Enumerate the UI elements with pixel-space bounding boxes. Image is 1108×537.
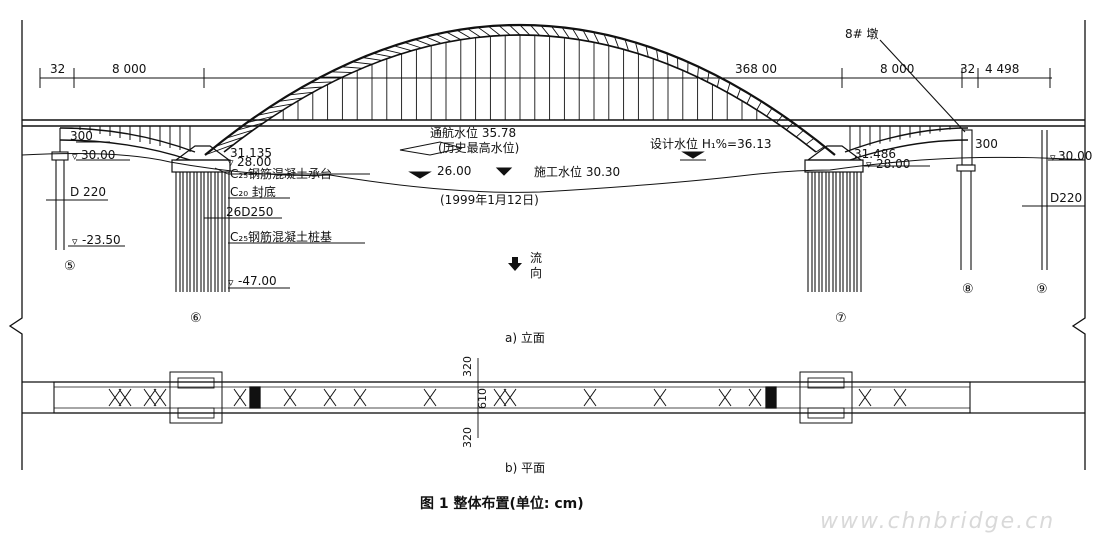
elev-mark-m23: ▿: [72, 235, 78, 248]
water-labels: 通航水位 35.78 (历史最高水位) 26.00 施工水位 30.30 (19…: [430, 125, 771, 280]
plan-width-610: 610: [476, 388, 489, 409]
watermark: www.chnbridge.cn: [820, 509, 1055, 533]
plan-labels: 320 610 320: [461, 356, 489, 448]
d220-right: D220: [1050, 191, 1082, 205]
dim-36800: 368 00: [735, 62, 777, 76]
arch-lacing-member: [698, 67, 699, 77]
elev-30-left: 30.00: [81, 148, 115, 162]
historical-high: (历史最高水位): [438, 140, 519, 155]
plan-view: [22, 358, 1085, 438]
arch-lacing-member: [489, 26, 501, 35]
arch-lacing-member: [707, 72, 709, 82]
nav-water-level: 通航水位 35.78: [430, 125, 516, 140]
elev-mark-28-right: ▿: [866, 158, 872, 171]
pier-7-number: ⑦: [835, 311, 847, 326]
w300-right: 300: [975, 137, 998, 151]
elevation-caption: a) 立面: [505, 330, 545, 345]
arch-lacing-member: [436, 34, 451, 41]
seal-label: C₂₀ 封底: [230, 184, 276, 199]
arch-lacing-member: [447, 32, 461, 40]
arch-lacing-member: [520, 25, 530, 35]
pier-9-number: ⑨: [1036, 282, 1048, 297]
arch-lacing-member: [405, 42, 422, 48]
arch-lacing-member: [767, 108, 772, 116]
dim-8000-left: 8 000: [112, 62, 146, 76]
elev-mark-m47: ▿: [228, 276, 234, 289]
pier-8-number: ⑧: [962, 282, 974, 297]
elev-mark-30-right: ▿: [1050, 151, 1056, 164]
elev-30-right: 30.00: [1058, 149, 1092, 163]
flow-label-1: 流: [530, 251, 542, 265]
level-26: 26.00: [437, 164, 471, 178]
pier-5-number: ⑤: [64, 259, 76, 274]
arch-lacing-member: [777, 115, 783, 123]
arch-lacing-member: [531, 25, 540, 35]
arch-lacing-member: [747, 95, 751, 104]
plan-wind-bracing: [109, 389, 906, 406]
leader-lines: [46, 142, 1085, 288]
arch-lacing-member: [426, 37, 442, 44]
arch-lacing-member: [352, 62, 372, 64]
flow-label-2: 向: [530, 265, 542, 280]
pier-6-number: ⑥: [190, 311, 202, 326]
arch-lacing-member: [737, 89, 740, 98]
w300-left: 300: [70, 129, 93, 143]
d220-left: D 220: [70, 185, 106, 199]
arch-lacing-member: [510, 25, 521, 35]
plan-caption: b) 平面: [505, 461, 545, 475]
arch-lacing-member: [373, 53, 392, 57]
arch-lacing-member: [499, 26, 510, 36]
arch-lacing-member: [384, 49, 402, 53]
arch-lacing-member: [757, 101, 762, 109]
arch-lacing-member: [667, 53, 668, 64]
arch-lacing-member: [363, 58, 382, 61]
pier-6: [172, 146, 230, 172]
pier-6-piles: [176, 172, 229, 292]
piles-26-label: 26D250: [226, 205, 273, 219]
elev-mark-left-30: ▿: [72, 150, 78, 163]
elev-m47: -47.00: [238, 274, 277, 288]
arch-lacing-member: [331, 72, 352, 73]
dim-32-right: 32: [960, 62, 975, 76]
pier-7-piles: [808, 172, 861, 292]
pile-foundation-label: C₂₅钢筋混凝土桩基: [230, 229, 332, 244]
left-labels: 300 ▿ 30.00 D 220 ▿ -23.50 ⑤ 31.135 ▿ 28…: [64, 129, 332, 326]
arch-lacing-member: [342, 67, 363, 69]
flow-arrow-icon: [508, 257, 522, 271]
plan-width-320-top: 320: [461, 356, 474, 377]
pier-5: [52, 128, 68, 250]
arch-lacing-member: [806, 138, 814, 144]
arch-lacing-member: [796, 130, 803, 137]
pier-9: [1042, 130, 1047, 270]
plan-width-320-bottom: 320: [461, 427, 474, 448]
arch-lacing-member: [457, 30, 471, 38]
elev-m23: -23.50: [82, 233, 121, 247]
arch-lacing-member: [717, 77, 719, 87]
arch-lacing-member: [415, 39, 431, 45]
dim-32-left: 32: [50, 62, 65, 76]
arch-lacing-member: [468, 29, 481, 37]
design-water-level: 设计水位 H₁%=36.13: [650, 136, 771, 151]
arch-lacing-member: [394, 46, 411, 51]
bridge-deck: [22, 120, 1085, 160]
arch-lacing-member: [727, 83, 730, 93]
figure-title: 图 1 整体布置(单位: cm): [420, 495, 584, 512]
elev-28-right: 28.00: [876, 157, 910, 171]
construction-level: 施工水位 30.30: [534, 164, 620, 179]
arch-lacing-member: [478, 27, 490, 36]
pile-cap-label: C₂₅钢筋混凝土承台: [230, 166, 332, 181]
dim-4498: 4 498: [985, 62, 1019, 76]
pier-8-label: 8# 墩: [845, 27, 879, 41]
date-label: (1999年1月12日): [440, 193, 539, 207]
dim-8000-right: 8 000: [880, 62, 914, 76]
